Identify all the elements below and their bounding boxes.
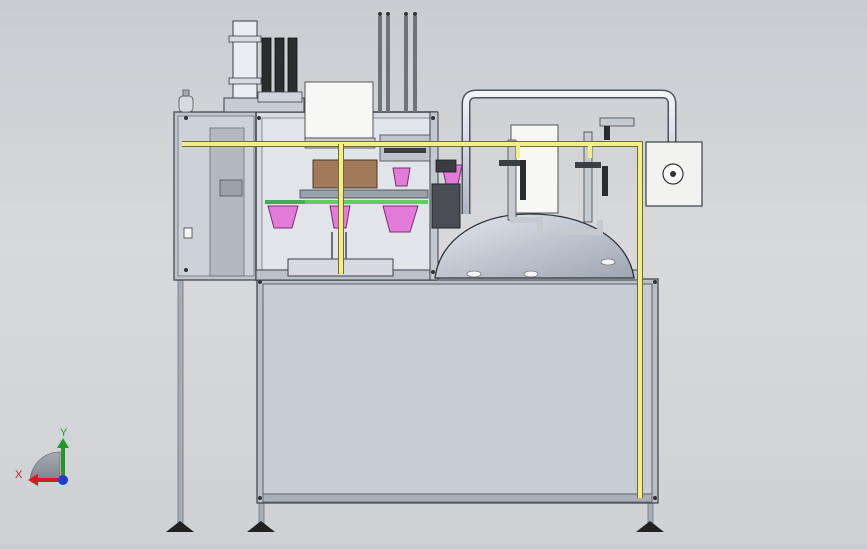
triad-plane [29, 451, 61, 481]
gauge-box[interactable] [645, 141, 703, 207]
lower-cabinet[interactable] [256, 278, 659, 504]
z-axis-dot [58, 475, 68, 485]
left-side-panel[interactable] [173, 111, 259, 281]
storage-tank[interactable] [434, 213, 635, 279]
coordinate-triad: Y X [15, 427, 69, 486]
heater-rods [257, 37, 303, 103]
y-axis-label: Y [60, 427, 68, 439]
top-control-box[interactable] [304, 81, 374, 139]
valve-assembly[interactable] [499, 117, 635, 235]
compressed-air-line [182, 141, 643, 498]
mid-control-box[interactable] [510, 124, 559, 214]
x-axis-label: X [15, 469, 23, 481]
top-left-valve [178, 89, 194, 113]
process-piping[interactable] [461, 89, 677, 214]
vacuum-pump[interactable] [431, 159, 461, 229]
top-rods [378, 12, 417, 112]
